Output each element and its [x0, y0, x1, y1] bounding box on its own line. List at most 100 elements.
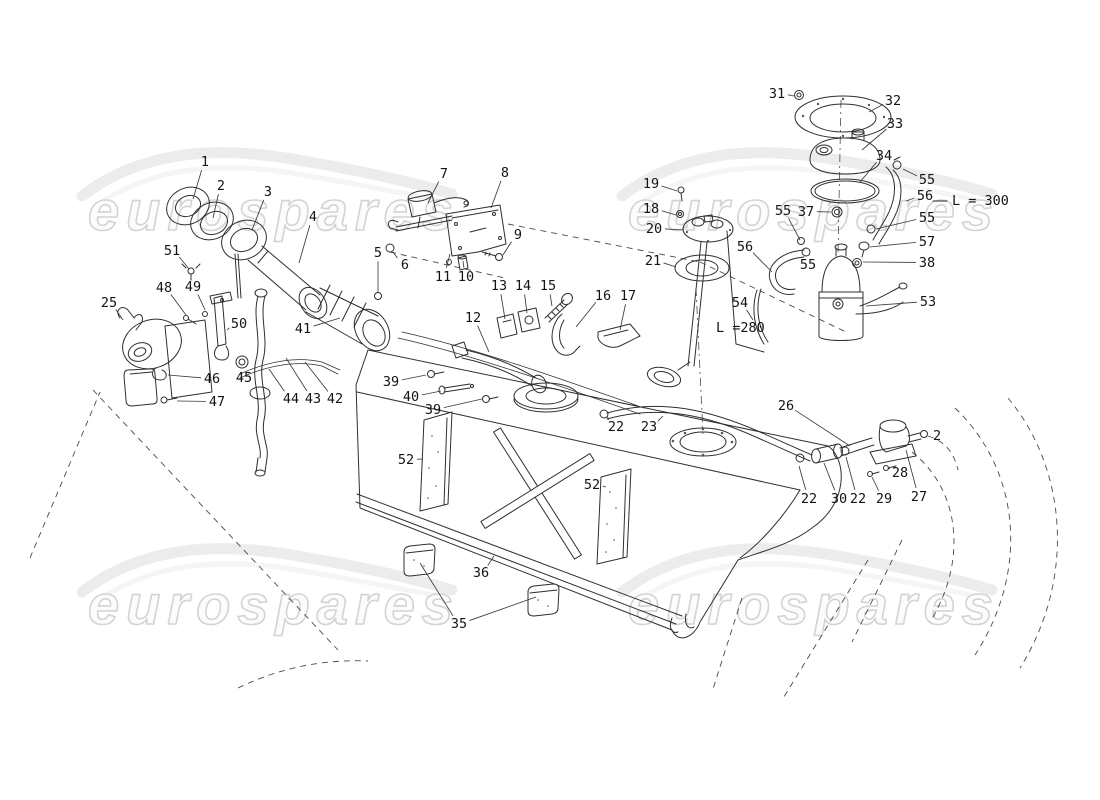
nut-38: [852, 258, 862, 268]
strap-buckle: [451, 341, 469, 359]
strap-assembly: [427, 292, 641, 403]
block-35: [527, 583, 560, 617]
part-label-22: 22: [850, 491, 866, 507]
part-label-47: 47: [209, 394, 225, 410]
clip-46: [152, 367, 167, 381]
part-label-14: 14: [515, 278, 531, 294]
leader-line-23: [657, 415, 664, 422]
part-label-5: 5: [374, 245, 382, 261]
part-label-34: 34: [876, 148, 892, 164]
leader-line-55: [875, 219, 917, 230]
sender-assembly: [646, 186, 734, 388]
vent-pipe-on-tank: [401, 331, 645, 409]
clamp-22: [840, 446, 850, 456]
clamp-14: [517, 307, 541, 333]
pad-52: [419, 411, 453, 512]
part-label-26: 26: [778, 398, 794, 414]
part-label-28: 28: [892, 465, 908, 481]
part-label-35: 35: [451, 616, 467, 632]
part-label-18: 18: [643, 201, 659, 217]
sender-cap-centerline: [837, 99, 842, 255]
leader-line-42: [304, 361, 329, 392]
leader-line-25: [115, 309, 124, 321]
sender-tube: [687, 241, 708, 367]
leader-lines-layer: [115, 94, 918, 621]
part-label-20: 20: [646, 221, 662, 237]
washer-11: [446, 259, 452, 265]
leader-line-35: [469, 596, 537, 621]
part-label-43: 43: [305, 391, 321, 407]
clamp-5: [374, 292, 382, 300]
leader-line-10: [462, 260, 465, 268]
part-label-48: 48: [156, 280, 172, 296]
screw-49: [202, 311, 208, 317]
leader-line-22: [845, 456, 856, 490]
watermark-swoosh: [633, 561, 989, 605]
hose-56: [872, 166, 895, 241]
fuel-lines-assembly: [599, 405, 928, 477]
leader-line-39: [443, 398, 483, 409]
cap-33: [809, 137, 881, 175]
leader-line-57: [869, 241, 917, 248]
watermark-swoosh: [93, 561, 449, 605]
bracket-8: [445, 204, 507, 257]
fitting-57: [858, 241, 870, 251]
part-label-25: 25: [101, 295, 117, 311]
part-label-56: 56: [737, 239, 753, 255]
body-panel-lines: [726, 230, 765, 353]
leader-line-1: [192, 169, 203, 200]
filler-tube-4: [247, 245, 321, 311]
clamp-55: [866, 224, 876, 234]
annotation-text: L =280: [716, 320, 765, 336]
part-label-13: 13: [491, 278, 507, 294]
part-label-51: 51: [164, 243, 180, 259]
bolt-39: [427, 370, 435, 378]
leader-line-3: [251, 199, 265, 231]
part-label-39: 39: [425, 402, 441, 418]
x-brace-arm: [480, 453, 595, 529]
watermark-text: eurospares: [88, 573, 460, 636]
part-label-1: 1: [201, 154, 209, 170]
part-label-46: 46: [204, 371, 220, 387]
leader-line-55: [902, 168, 918, 177]
leader-line-6: [392, 251, 398, 259]
tank-right-edge: [739, 489, 801, 559]
bracket-50: [213, 295, 227, 347]
part-label-55: 55: [775, 203, 791, 219]
leader-line-36: [487, 555, 495, 566]
part-label-12: 12: [465, 310, 481, 326]
leader-line-12: [477, 325, 490, 353]
leader-line-27: [905, 449, 917, 488]
watermark-text: eurospares: [88, 179, 460, 242]
part-label-22: 22: [801, 491, 817, 507]
leader-line-50: [226, 327, 230, 331]
part-label-32: 32: [885, 93, 901, 109]
part-label-55: 55: [800, 257, 816, 273]
ring-3: [221, 219, 267, 261]
watermark-text: eurospares: [628, 573, 1000, 636]
part-label-9: 9: [514, 227, 522, 243]
vent-pipe-42: [239, 359, 341, 375]
leader-line-20: [664, 228, 685, 231]
leader-line-26: [795, 409, 851, 447]
strap-16: [551, 317, 577, 356]
part-label-41: 41: [295, 321, 311, 337]
part-label-16: 16: [595, 288, 611, 304]
pipe-54: [753, 288, 769, 345]
float-ring-21: [674, 254, 730, 282]
bellows-hose-41: [305, 287, 379, 345]
filler-neck-assembly: [166, 186, 395, 352]
vent-hose-43: [254, 295, 261, 459]
o-ring-34: [810, 178, 880, 204]
float-paddle: [646, 366, 682, 388]
leader-line-19: [661, 185, 678, 192]
leader-line-16: [575, 302, 597, 328]
bolt-39: [482, 395, 490, 403]
part-label-50: 50: [231, 316, 247, 332]
leader-line-33: [861, 128, 887, 151]
leader-line-43: [285, 357, 308, 392]
watermark-swoosh: [93, 165, 449, 209]
